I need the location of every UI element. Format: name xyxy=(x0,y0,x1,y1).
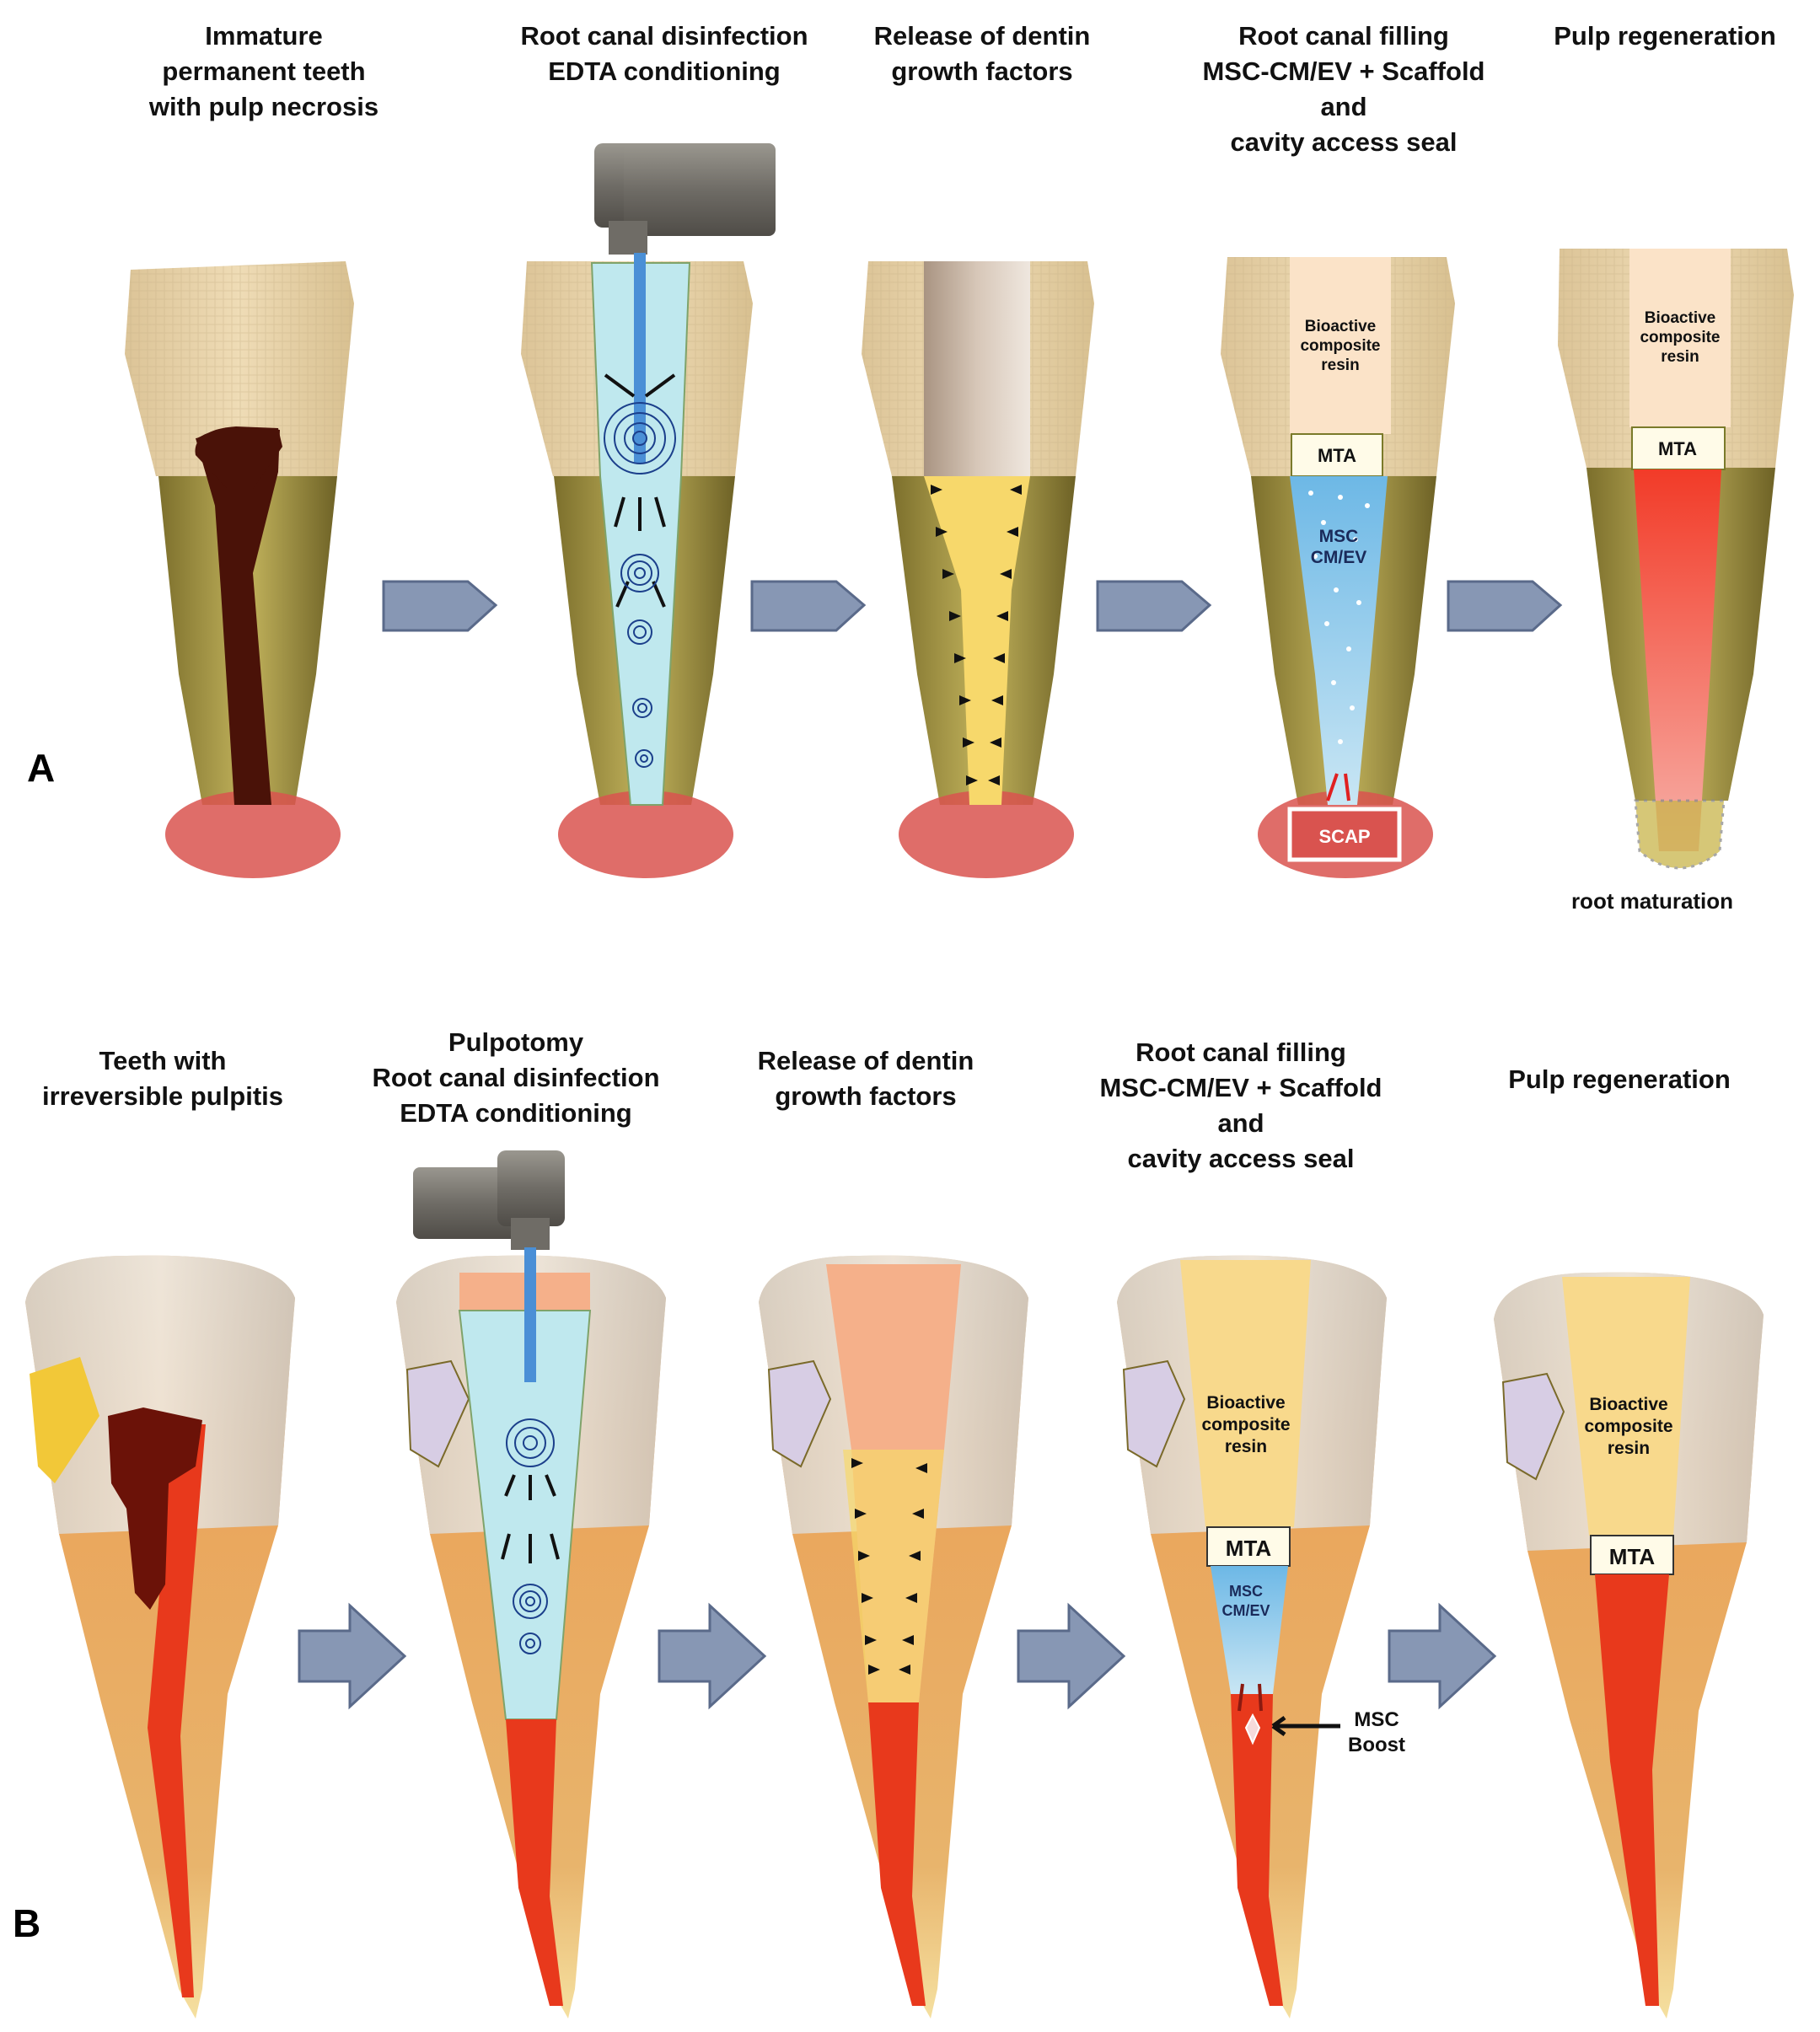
remaining-pulp-b2 xyxy=(506,1719,563,2006)
process-arrows-a xyxy=(382,580,1563,632)
mta-layer-a4 xyxy=(1291,433,1383,477)
composite-label-a4-2: composite xyxy=(1300,337,1380,355)
msc-label-b4-1: MSC xyxy=(1229,1583,1263,1600)
composite-label-b5-2: composite xyxy=(1584,1417,1672,1436)
process-arrows-b xyxy=(298,1602,1497,1710)
arrow-a4 xyxy=(1447,580,1563,632)
scap-migration-arrows xyxy=(1326,773,1350,802)
mta-label-b4: MTA xyxy=(1226,1536,1272,1561)
tooth-b3 xyxy=(759,1255,1028,2019)
step-a4-title: Root canal filling MSC-CM/EV + Scaffold … xyxy=(1202,21,1485,157)
apical-tissue-a1 xyxy=(165,791,341,878)
scap-label: SCAP xyxy=(1318,826,1370,847)
msc-boost-label-1: MSC xyxy=(1354,1708,1399,1731)
disinfection-arrows xyxy=(604,373,676,608)
regenerated-pulp-a5 xyxy=(1634,469,1721,851)
arrow-a3 xyxy=(1096,580,1212,632)
arrow-a2 xyxy=(750,580,867,632)
mta-label-a4: MTA xyxy=(1318,445,1356,466)
irrigation-vortices xyxy=(604,402,676,768)
composite-resin-a5 xyxy=(1629,249,1731,427)
arrow-b3 xyxy=(1017,1602,1126,1710)
migration-arrows-b4 xyxy=(1237,1683,1263,1712)
composite-resin-b5 xyxy=(1562,1277,1690,1536)
root-maturation-label: root maturation xyxy=(1570,888,1734,914)
msc-label-a4-1: MSC xyxy=(1319,527,1359,546)
composite-label-a5-2: composite xyxy=(1640,329,1720,346)
panel-b-label: B xyxy=(13,1901,41,1945)
tooth-b5: Bioactive composite resin MTA xyxy=(1494,1272,1764,2019)
msc-boost-label-2: Boost xyxy=(1348,1734,1405,1756)
scap-box xyxy=(1287,807,1402,862)
tooth-a3 xyxy=(862,261,1094,878)
irrigation-needle xyxy=(634,253,646,464)
tooth-a1 xyxy=(125,261,354,878)
vortices-b2 xyxy=(506,1418,555,1654)
composite-label-a4-1: Bioactive xyxy=(1305,318,1376,335)
step-b4-title: Root canal filling MSC-CM/EV + Scaffold … xyxy=(1099,1037,1382,1173)
access-cavity xyxy=(924,261,1030,476)
msc-boost-pointer xyxy=(1271,1715,1340,1737)
step-b5-title: Pulp regeneration xyxy=(1508,1064,1731,1094)
step-a5-title: Pulp regeneration xyxy=(1554,21,1776,51)
panel-a-label: A xyxy=(27,746,56,790)
tooth-a4: SCAP Bioactive composite resin MTA MSC C… xyxy=(1221,257,1455,878)
growth-factor-arrows-b3 xyxy=(851,1458,927,1675)
tooth-a2 xyxy=(521,143,776,878)
handpiece-b2-head xyxy=(497,1150,565,1226)
scaffold-particles xyxy=(1308,491,1370,744)
msc-label-a4-2: CM/EV xyxy=(1311,548,1367,567)
tooth-b2 xyxy=(396,1150,666,2019)
arrow-a1 xyxy=(382,580,498,632)
irrigation-solution xyxy=(590,262,691,806)
composite-label-a4-3: resin xyxy=(1321,357,1359,374)
necrotic-pulp xyxy=(196,430,280,805)
mta-label-a5: MTA xyxy=(1658,438,1697,459)
composite-label-b4-1: Bioactive xyxy=(1206,1393,1285,1413)
tooth-b1 xyxy=(25,1255,295,2019)
composite-label-b4-2: composite xyxy=(1201,1415,1290,1434)
handpiece-neck xyxy=(624,143,776,236)
step-a3-title: Release of dentin growth factors xyxy=(873,21,1091,86)
regenerated-pulp-b5 xyxy=(1595,1574,1669,2006)
composite-label-a5-1: Bioactive xyxy=(1645,309,1715,327)
composite-resin-b4 xyxy=(1180,1260,1311,1527)
step-b3-title: Release of dentin growth factors xyxy=(757,1046,974,1111)
arrow-b1 xyxy=(298,1602,407,1710)
mta-layer-a5 xyxy=(1631,426,1726,470)
composite-label-b4-3: resin xyxy=(1225,1437,1267,1456)
mta-label-b5: MTA xyxy=(1609,1544,1656,1569)
arrow-b4 xyxy=(1388,1602,1497,1710)
composite-label-b5-3: resin xyxy=(1608,1439,1650,1458)
irrigation-needle-b2 xyxy=(524,1247,536,1382)
root-maturation-zone xyxy=(1634,799,1726,870)
composite-label-a5-3: resin xyxy=(1661,348,1699,366)
msc-label-b4-2: CM/EV xyxy=(1221,1602,1270,1619)
arrows-b2 xyxy=(501,1474,560,1563)
inflamed-pulp xyxy=(108,1407,202,1610)
growth-factor-zone xyxy=(924,476,1030,805)
caries-lesion xyxy=(30,1357,99,1483)
mta-layer-b5 xyxy=(1590,1535,1674,1575)
msc-boost-marker xyxy=(1244,1713,1261,1745)
step-a2-title: Root canal disinfection EDTA conditionin… xyxy=(520,21,808,86)
arrow-b2 xyxy=(658,1602,767,1710)
step-a1-title: Immature permanent teeth with pulp necro… xyxy=(148,21,379,121)
tooth-b4: Bioactive composite resin MTA MSC CM/EV … xyxy=(1117,1255,1405,2019)
step-b2-title: Pulpotomy Root canal disinfection EDTA c… xyxy=(372,1027,660,1128)
growth-factor-arrows xyxy=(931,485,1022,785)
step-b1-title: Teeth with irreversible pulpitis xyxy=(42,1046,283,1111)
tooth-a5: Bioactive composite resin MTA xyxy=(1558,249,1794,870)
composite-label-b5-1: Bioactive xyxy=(1589,1395,1667,1414)
composite-resin-a4 xyxy=(1290,257,1391,434)
msc-scaffold-b4 xyxy=(1211,1566,1288,1694)
